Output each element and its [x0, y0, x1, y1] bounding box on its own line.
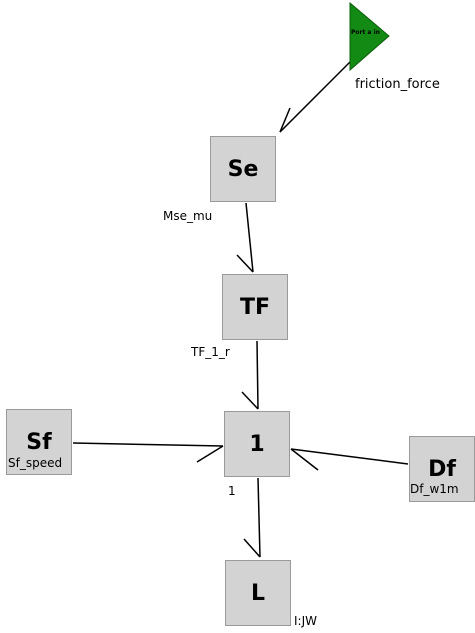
se-block-label: Mse_mu — [163, 209, 213, 223]
one-junction-block[interactable]: 1 — [224, 411, 290, 477]
bond-se-to-tf[interactable] — [245, 202, 254, 273]
bond-1-to-l-half-arrow — [243, 538, 261, 558]
se-block[interactable]: Se — [210, 136, 276, 202]
bond-port-to-se-half-arrow — [279, 107, 291, 133]
tf-block[interactable]: TF — [222, 274, 288, 340]
bond-se-to-tf-half-arrow — [236, 254, 254, 273]
bond-1-to-l[interactable] — [257, 477, 261, 558]
port-a-in-shape[interactable] — [349, 2, 391, 72]
sf-block-label: Sf_speed — [8, 456, 63, 470]
bond-df-to-1[interactable] — [290, 448, 409, 465]
l-block[interactable]: L — [225, 560, 291, 626]
bond-tf-to-1[interactable] — [256, 340, 259, 410]
l-block-label: I:JW — [294, 614, 317, 628]
one-junction-label: 1 — [228, 484, 236, 498]
tf-block-title: TF — [239, 294, 271, 320]
sf-block[interactable]: Sf — [6, 409, 72, 475]
df-block-title: Df — [428, 456, 456, 482]
se-block-title: Se — [227, 156, 259, 182]
bond-tf-to-1-half-arrow — [241, 391, 259, 410]
l-block-title: L — [250, 580, 266, 606]
sf-block-title: Sf — [26, 429, 52, 455]
port-a-in-text: Port a in — [351, 29, 380, 36]
bond-df-to-1-half-arrow — [290, 448, 319, 471]
port-label-friction-force: friction_force — [355, 77, 440, 92]
bond-sf-to-1-half-arrow — [196, 445, 224, 463]
tf-block-label: TF_1_r — [191, 345, 230, 359]
df-block-label: Df_w1m — [410, 482, 459, 496]
bond-sf-to-1[interactable] — [72, 442, 224, 447]
one-junction-title: 1 — [249, 431, 265, 457]
